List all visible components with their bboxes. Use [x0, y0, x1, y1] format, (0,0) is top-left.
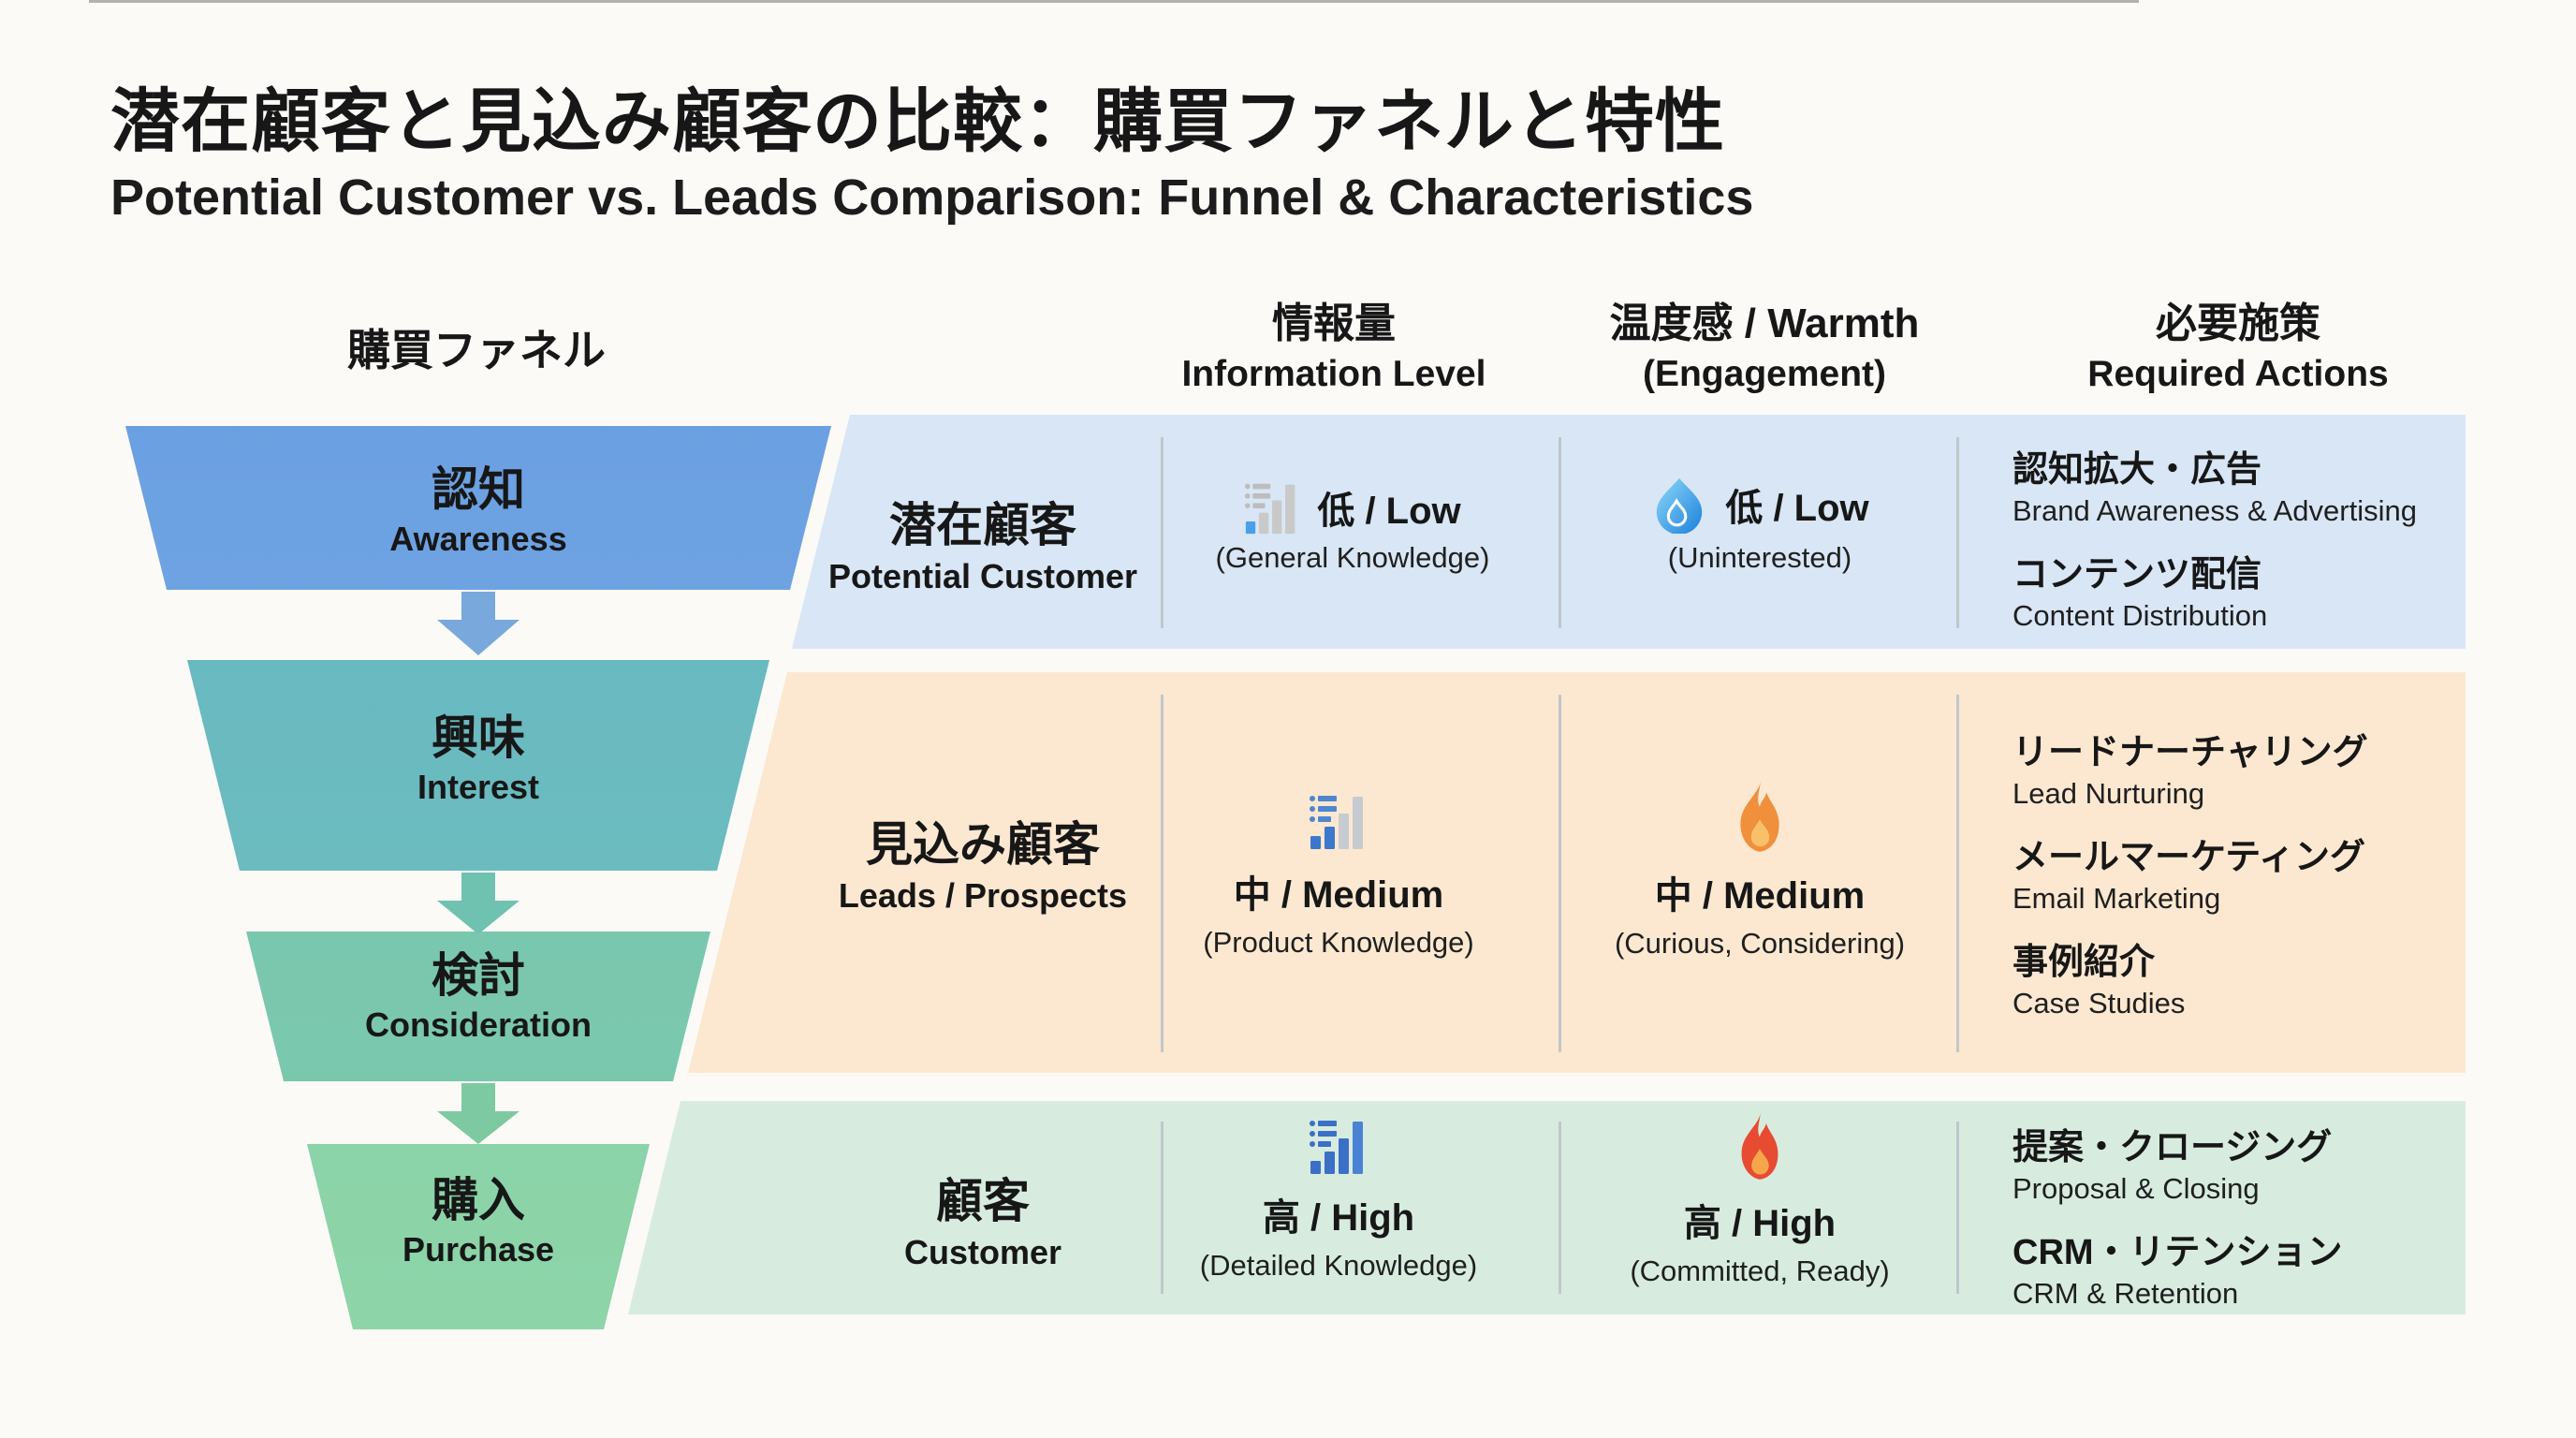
info-sub: (General Knowledge) — [1215, 541, 1490, 574]
action-item: リードナーチャリング Lead Nurturing — [2012, 730, 2368, 813]
action-jp: メールマーケティング — [2012, 838, 2365, 877]
row-label-customer: 顧客 Customer — [739, 1172, 1226, 1275]
action-en: Brand Awareness & Advertising — [2012, 494, 2417, 527]
warmth-level: 中 / Medium — [1654, 875, 1866, 917]
row-label-en: Potential Customer — [827, 557, 1138, 595]
action-jp: CRM・リテンション — [2012, 1233, 2343, 1272]
info-cell-row2: 中 / Medium (Product Knowledge) — [1133, 791, 1544, 960]
actions-row2: リードナーチャリング Lead Nurturing メールマーケティング Ema… — [2012, 730, 2368, 1022]
warmth-sub: (Committed, Ready) — [1630, 1255, 1890, 1287]
action-item: メールマーケティング Email Marketing — [2012, 835, 2368, 917]
stage-interest-en: Interest — [417, 768, 540, 806]
row-label-potential-customer: 潜在顧客 Potential Customer — [739, 496, 1226, 599]
funnel-stage-interest-label: 興味 Interest — [151, 710, 806, 809]
warmth-sub: (Curious, Considering) — [1614, 927, 1906, 960]
row-label-en: Leads / Prospects — [838, 876, 1128, 915]
row-label-jp: 顧客 — [936, 1175, 1030, 1227]
action-item: CRM・リテンション CRM & Retention — [2012, 1230, 2343, 1313]
bar-chart-high-icon — [1310, 1121, 1363, 1174]
column-divider — [1559, 437, 1561, 628]
water-droplet-icon — [1657, 477, 1703, 534]
action-en: Email Marketing — [2012, 882, 2221, 915]
column-divider — [1161, 437, 1164, 628]
stage-consideration-jp: 検討 — [432, 949, 525, 1002]
row-label-en: Customer — [903, 1233, 1062, 1271]
column-header-warmth: 温度感 / Warmth (Engagement) — [1502, 298, 2027, 399]
action-item: 認知拡大・広告 Brand Awareness & Advertising — [2012, 448, 2417, 530]
action-en: CRM & Retention — [2012, 1277, 2239, 1310]
stage-awareness-jp: 認知 — [432, 463, 525, 516]
column-header-warmth-jp: 温度感 / Warmth — [1609, 301, 1920, 346]
info-sub: (Product Knowledge) — [1203, 926, 1474, 959]
action-jp: コンテンツ配信 — [2012, 555, 2262, 594]
top-edge-artifact — [89, 0, 2139, 3]
action-en: Proposal & Closing — [2012, 1172, 2260, 1205]
page-title: 潜在顧客と見込み顧客の比較：購買ファネルと特性 — [110, 82, 1725, 160]
action-jp: 認知拡大・広告 — [2012, 450, 2262, 490]
warmth-level: 低 / Low — [1725, 488, 1869, 529]
action-jp: リードナーチャリング — [2012, 733, 2368, 772]
actions-row3: 提案・クロージング Proposal & Closing CRM・リテンション … — [2012, 1125, 2343, 1313]
action-item: 事例紹介 Case Studies — [2012, 940, 2368, 1022]
action-jp: 事例紹介 — [2012, 943, 2156, 982]
funnel-stage-consideration-label: 検討 Consideration — [151, 947, 806, 1047]
column-divider — [1956, 437, 1959, 628]
warmth-sub: (Uninterested) — [1667, 541, 1852, 574]
column-header-information-jp: 情報量 — [1272, 301, 1396, 346]
warmth-cell-row2: 中 / Medium (Curious, Considering) — [1554, 779, 1966, 961]
column-header-warmth-en: (Engagement) — [1642, 354, 1886, 394]
column-divider — [1956, 1122, 1959, 1294]
warmth-level: 高 / High — [1683, 1203, 1837, 1244]
flame-medium-icon — [1740, 781, 1779, 852]
column-header-actions-en: Required Actions — [2087, 354, 2389, 394]
stage-purchase-jp: 購入 — [432, 1174, 525, 1226]
column-divider — [1161, 695, 1164, 1052]
stage-interest-jp: 興味 — [432, 712, 525, 764]
info-level: 低 / Low — [1317, 491, 1461, 532]
info-sub: (Detailed Knowledge) — [1199, 1249, 1478, 1282]
info-cell-row3: 高 / High (Detailed Knowledge) — [1133, 1116, 1544, 1283]
stage-consideration-en: Consideration — [364, 1005, 592, 1044]
funnel-stage-awareness-label: 認知 Awareness — [151, 462, 806, 561]
column-divider — [1161, 1122, 1164, 1294]
page-subtitle: Potential Customer vs. Leads Comparison:… — [110, 169, 1754, 226]
column-divider — [1559, 695, 1561, 1052]
stage-purchase-en: Purchase — [402, 1230, 555, 1269]
action-item: コンテンツ配信 Content Distribution — [2012, 552, 2417, 635]
action-en: Case Studies — [2012, 987, 2186, 1020]
action-item: 提案・クロージング Proposal & Closing — [2012, 1125, 2343, 1208]
info-level: 高 / High — [1262, 1197, 1415, 1239]
row-label-leads: 見込み顧客 Leads / Prospects — [739, 815, 1226, 918]
flame-high-icon — [1741, 1112, 1778, 1180]
action-en: Lead Nurturing — [2012, 777, 2205, 810]
info-cell-row1: 低 / Low — [1147, 479, 1559, 536]
column-header-information-en: Information Level — [1181, 354, 1486, 394]
warmth-cell-row1: 低 / Low — [1554, 476, 1966, 534]
column-header-actions: 必要施策 Required Actions — [1976, 298, 2500, 399]
column-header-actions-jp: 必要施策 — [2156, 301, 2320, 346]
warmth-cell-row3: 高 / High (Committed, Ready) — [1554, 1110, 1966, 1288]
column-header-information: 情報量 Information Level — [1072, 298, 1596, 399]
bar-chart-medium-icon — [1310, 796, 1363, 849]
column-header-funnel: 購買ファネル — [347, 326, 606, 374]
action-jp: 提案・クロージング — [2012, 1128, 2333, 1167]
column-divider — [1956, 695, 1959, 1052]
info-level: 中 / Medium — [1233, 874, 1444, 916]
stage-awareness-en: Awareness — [389, 520, 567, 558]
bar-chart-low-icon — [1245, 483, 1295, 535]
actions-row1: 認知拡大・広告 Brand Awareness & Advertising コン… — [2012, 448, 2417, 635]
column-divider — [1559, 1122, 1561, 1294]
funnel-stage-purchase-label: 購入 Purchase — [151, 1172, 806, 1271]
row-label-jp: 潜在顧客 — [889, 499, 1076, 551]
row-label-jp: 見込み顧客 — [866, 818, 1100, 871]
action-en: Content Distribution — [2012, 599, 2268, 632]
